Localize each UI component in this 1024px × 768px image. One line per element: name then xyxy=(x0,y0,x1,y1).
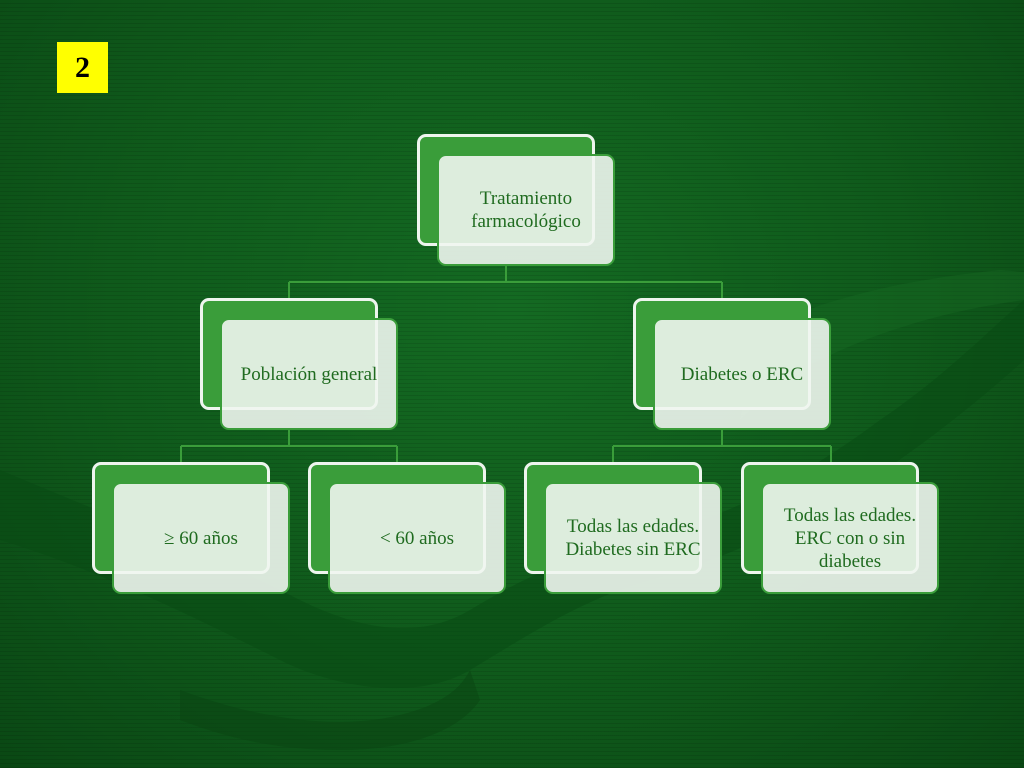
node-diabetes-erc-box: Diabetes o ERC xyxy=(653,318,831,430)
connector-left xyxy=(180,430,398,463)
node-poblacion-general-box: Población general xyxy=(220,318,398,430)
connector-root xyxy=(288,265,723,300)
node-mayor-60-box: ≥ 60 años xyxy=(112,482,290,594)
node-poblacion-general-label: Población general xyxy=(240,363,378,385)
node-erc-con-sin-diabetes-box: Todas las edades. ERC con o sin diabetes xyxy=(761,482,939,594)
node-diabetes-sin-erc: Todas las edades. Diabetes sin ERC xyxy=(524,462,723,595)
node-diabetes-erc: Diabetes o ERC xyxy=(633,298,832,431)
node-menor-60: < 60 años xyxy=(308,462,507,595)
node-diabetes-erc-label: Diabetes o ERC xyxy=(680,363,804,385)
node-root: Tratamiento farmacológico xyxy=(417,134,616,267)
node-mayor-60: ≥ 60 años xyxy=(92,462,291,595)
connector-right xyxy=(612,430,832,463)
node-mayor-60-label: ≥ 60 años xyxy=(164,527,238,549)
node-menor-60-label: < 60 años xyxy=(379,527,455,549)
node-erc-con-sin-diabetes: Todas las edades. ERC con o sin diabetes xyxy=(741,462,940,595)
node-diabetes-sin-erc-label: Todas las edades. Diabetes sin ERC xyxy=(565,516,701,560)
node-erc-con-sin-diabetes-label: Todas las edades. ERC con o sin diabetes xyxy=(783,504,917,572)
node-menor-60-box: < 60 años xyxy=(328,482,506,594)
slide-number-badge: 2 xyxy=(57,42,108,93)
node-diabetes-sin-erc-box: Todas las edades. Diabetes sin ERC xyxy=(544,482,722,594)
node-poblacion-general: Población general xyxy=(200,298,399,431)
node-root-label: Tratamiento farmacológico xyxy=(471,188,581,232)
node-root-box: Tratamiento farmacológico xyxy=(437,154,615,266)
